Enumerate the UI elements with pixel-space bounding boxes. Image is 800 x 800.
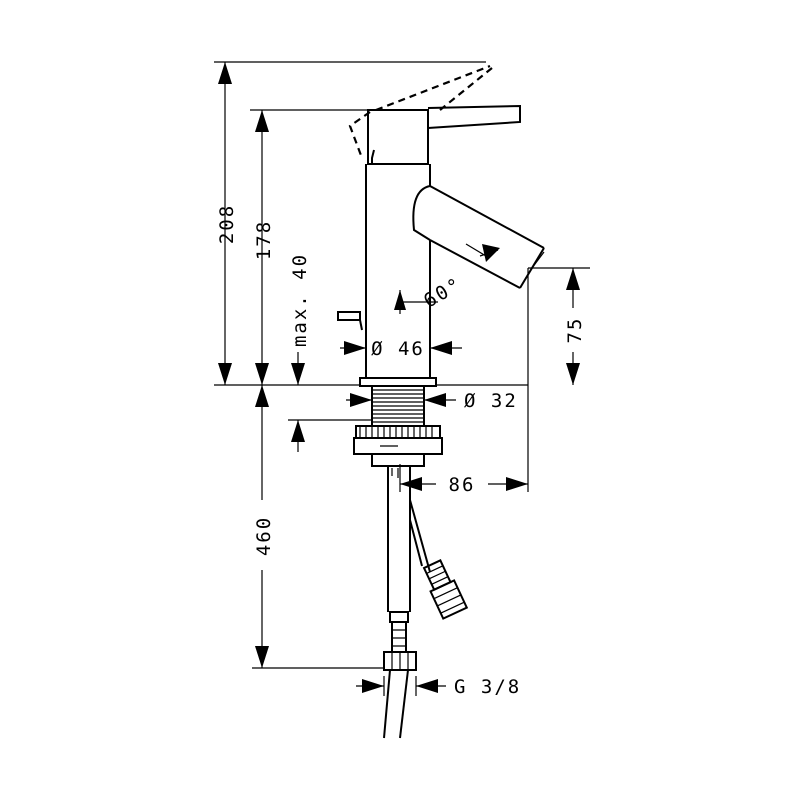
label-angle: 60° xyxy=(420,273,466,312)
threaded-shank xyxy=(353,385,443,467)
faucet-outline xyxy=(337,104,545,387)
label-spout-height: 75 xyxy=(564,317,586,344)
label-hose-length: 460 xyxy=(253,516,275,556)
dim-angle-60 xyxy=(394,243,500,314)
extension-lines xyxy=(214,61,590,669)
dim-86 xyxy=(400,477,528,491)
dim-diameter-32 xyxy=(346,393,456,407)
dim-diameter-46 xyxy=(340,341,462,355)
lever-open-position xyxy=(348,64,493,159)
label-shank-diameter: Ø 32 xyxy=(464,390,518,412)
label-thread: G 3/8 xyxy=(454,676,521,698)
label-base-diameter: Ø 46 xyxy=(371,338,425,360)
dim-thread xyxy=(356,676,446,696)
dim-460 xyxy=(255,385,269,668)
dim-75 xyxy=(566,268,580,385)
dim-178 xyxy=(255,110,269,385)
label-max-rod: max. 40 xyxy=(289,253,311,347)
supply-hoses xyxy=(383,466,469,739)
label-height-body: 178 xyxy=(253,220,275,260)
dim-208 xyxy=(218,62,232,385)
label-height-total: 208 xyxy=(216,204,238,244)
dim-max-40 xyxy=(291,352,305,452)
label-spout-reach: 86 xyxy=(449,474,476,496)
